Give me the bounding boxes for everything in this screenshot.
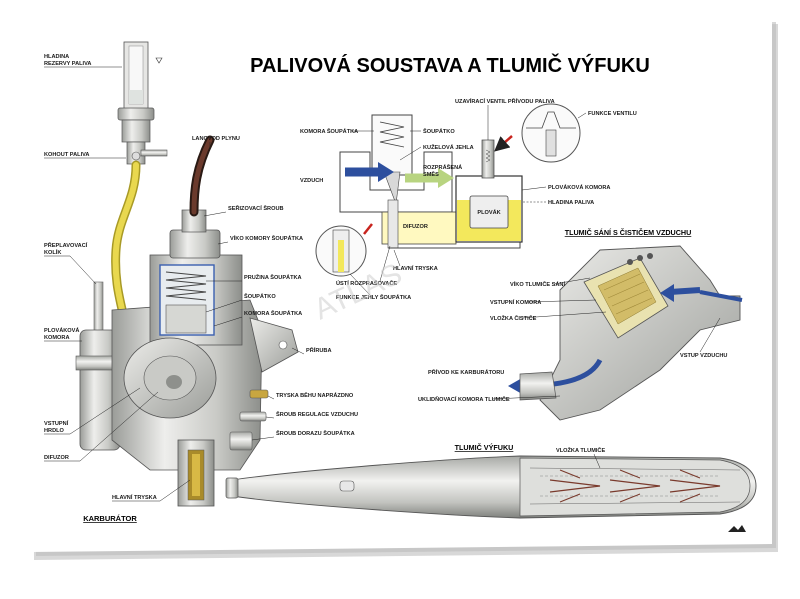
label-schematic-slide-chamber: KOMORA ŠOUPÁTKA [300, 127, 358, 135]
label-atomizer-mouth: ÚSTÍ ROZPRAŠOVAČE [336, 279, 397, 287]
label-inlet-throat-1: VSTUPNÍ [44, 419, 69, 427]
air-flow-arrow [378, 162, 394, 182]
schematic-float [469, 195, 509, 229]
intake-silencer-illustration [508, 245, 743, 421]
label-inlet-valve: UZAVÍRACÍ VENTIL PŘÍVODU PALIVA [455, 97, 555, 105]
label-air-inlet: VSTUP VZDUCHU [680, 353, 727, 359]
label-slide: ŠOUPÁTKO [244, 292, 276, 300]
needle-red-arrow [363, 223, 373, 235]
idle-jet [249, 389, 269, 399]
intake-heading: TLUMIČ SÁNÍ S ČISTIČEM VZDUCHU [565, 228, 692, 237]
label-intake-chamber: VSTUPNÍ KOMORA [490, 298, 541, 306]
label-to-carburetor: PŘÍVOD KE KARBURÁTORU [428, 368, 504, 376]
label-slide-chamber: KOMORA ŠOUPÁTKA [244, 309, 302, 317]
carburetor-illustration [75, 41, 299, 507]
label-valve-function: FUNKCE VENTILU [588, 111, 637, 117]
slide-spring [165, 271, 207, 301]
label-schematic-main-jet: HLAVNÍ TRYSKA [393, 264, 438, 272]
label-intake-lid: VÍKO TLUMIČE SÁNÍ [510, 280, 565, 288]
carburetor-schematic: PLOVÁK [315, 103, 581, 277]
label-diffuser: DIFUZOR [44, 455, 69, 461]
label-float-chamber-2: KOMORA [44, 335, 69, 341]
exhaust-flow-arrows [549, 479, 721, 493]
label-throttle-cable: LANOVOD PLYNU [192, 136, 240, 142]
label-stop-screw: ŠROUB DORAZU ŠOUPÁTKA [276, 429, 355, 437]
label-main-jet: HLAVNÍ TRYSKA [112, 493, 157, 501]
label-overflow-pin-2: KOLÍK [44, 248, 61, 256]
mixture-arrow [438, 168, 454, 188]
label-needle-function: FUNKCE JEHLY ŠOUPÁTKA [336, 293, 411, 301]
label-adjusting-screw: SEŘIZOVACÍ ŠROUB [228, 204, 284, 212]
label-silencer-insert: VLOŽKA TLUMIČE [556, 446, 605, 454]
label-float: PLOVÁK [477, 209, 500, 216]
flange [249, 317, 299, 373]
label-overflow-pin-1: PŘEPLAVOVACÍ [44, 241, 88, 249]
carburetor-labels: HLADINA REZERVY PALIVA KOHOUT PALIVA PŘE… [44, 54, 191, 502]
stop-screw [229, 431, 253, 451]
throttle-slide [165, 304, 207, 334]
label-schematic-diffuser: DIFUZOR [403, 224, 428, 230]
air-screw [239, 411, 267, 422]
label-calming-chamber: UKLIDŇOVACÍ KOMORA TLUMIČE [418, 395, 510, 403]
publisher-logo-icon [728, 525, 746, 532]
page-title: PALIVOVÁ SOUSTAVA A TLUMIČ VÝFUKU [250, 53, 650, 77]
label-fuel-tap: KOHOUT PALIVA [44, 152, 89, 158]
carburetor-labels-right: LANOVOD PLYNU SEŘIZOVACÍ ŠROUB VÍKO KOMO… [192, 136, 358, 441]
label-reserve-level-2: REZERVY PALIVA [44, 61, 91, 67]
label-schematic-float-chamber: PLOVÁKOVÁ KOMORA [548, 184, 610, 191]
label-air-screw: ŠROUB REGULACE VZDUCHU [276, 410, 358, 418]
label-filter-insert: VLOŽKA ČISTIČE [490, 314, 537, 322]
label-fuel-level: HLADINA PALIVA [548, 200, 594, 206]
label-idle-jet: TRYSKA BĚHU NAPRÁZDNO [276, 391, 354, 399]
exhaust-illustration [225, 455, 757, 519]
exhaust-heading: TLUMIČ VÝFUKU [455, 443, 514, 452]
label-cone-needle: KUŽELOVÁ JEHLA [423, 143, 474, 151]
label-mixture-2: SMĚS [423, 170, 439, 178]
label-reserve-level-1: HLADINA [44, 54, 69, 60]
label-flange: PŘÍRUBA [306, 346, 331, 354]
intake-labels: VÍKO TLUMIČE SÁNÍ VSTUPNÍ KOMORA VLOŽKA … [418, 277, 727, 403]
carburetor-caption: KARBURÁTOR [83, 514, 137, 523]
label-chamber-lid: VÍKO KOMORY ŠOUPÁTKA [230, 234, 303, 242]
exhaust-cutaway [519, 457, 751, 517]
label-float-chamber-1: PLOVÁKOVÁ [44, 327, 79, 334]
intake-air-arrow [669, 287, 701, 295]
label-mixture-1: ROZPRÁŠENÁ [423, 163, 462, 171]
label-air: VZDUCH [300, 178, 323, 184]
label-slide-spring: PRUŽINA ŠOUPÁTKA [244, 273, 302, 281]
schematic-labels: KOMORA ŠOUPÁTKA ŠOUPÁTKO KUŽELOVÁ JEHLA … [300, 97, 637, 301]
chamber-lid [169, 229, 221, 259]
label-inlet-throat-2: HRDLO [44, 428, 65, 434]
label-schematic-slide: ŠOUPÁTKO [423, 127, 455, 135]
valve-red-arrow [494, 135, 513, 152]
